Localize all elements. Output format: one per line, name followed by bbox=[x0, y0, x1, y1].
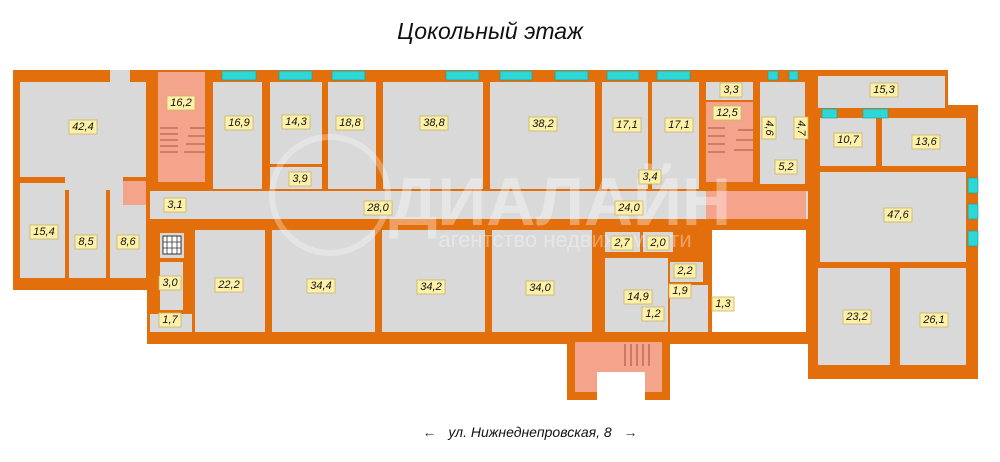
room-area-label: 34,4 bbox=[306, 278, 336, 294]
room-area-text: 42,4 bbox=[72, 121, 93, 133]
stairwells bbox=[123, 72, 806, 400]
room-area-label: 3,4 bbox=[638, 169, 662, 185]
room-area-label: 42,4 bbox=[68, 119, 98, 135]
room-area-text: 17,1 bbox=[616, 119, 637, 131]
room-area-text: 1,3 bbox=[715, 298, 731, 310]
room-labels: 42,4 16,2 16,9 14,3 18,8 38,8 38,2 17,1 17,1 3,3 1… bbox=[29, 82, 949, 328]
floor-plan-title: Цокольный этаж bbox=[397, 18, 583, 44]
room-area-label: 3,9 bbox=[288, 171, 312, 187]
room-area-text: 13,6 bbox=[915, 136, 937, 148]
room-area-label: 26,1 bbox=[919, 312, 949, 328]
room-area-text: 14,3 bbox=[285, 116, 307, 128]
room-area-label: 3,1 bbox=[163, 197, 187, 213]
elevator-icon bbox=[162, 235, 182, 255]
room-area-label: 2,7 bbox=[610, 235, 634, 251]
room-area-label: 17,1 bbox=[664, 117, 694, 133]
room-area-text: 2,7 bbox=[613, 237, 630, 249]
room-area-text: 15,4 bbox=[33, 226, 54, 238]
room-area-label: 4,6 bbox=[761, 116, 777, 140]
room-area-label: 24,0 bbox=[614, 200, 644, 216]
room-area-text: 23,2 bbox=[845, 311, 867, 323]
room-area-label: 1,3 bbox=[711, 296, 735, 312]
room-area-label: 22,2 bbox=[214, 277, 244, 293]
room-area-text: 28,0 bbox=[366, 202, 389, 214]
room-area-label: 5,2 bbox=[774, 159, 798, 175]
room-area-label: 3,3 bbox=[719, 82, 743, 98]
room-area-label: 23,2 bbox=[842, 309, 872, 325]
room-area-text: 2,0 bbox=[649, 237, 666, 249]
room-area-text: 34,0 bbox=[529, 282, 551, 294]
room-area-label: 3,0 bbox=[158, 275, 182, 291]
room-area-text: 3,9 bbox=[292, 173, 307, 185]
street-caption: ← ул. Нижнеднепровская, 8 → bbox=[0, 424, 1000, 440]
room-area-label: 18,8 bbox=[335, 115, 365, 131]
room-area-text: 4,6 bbox=[763, 120, 775, 136]
room-area-label: 16,2 bbox=[166, 95, 196, 111]
room-area-label: 1,7 bbox=[158, 312, 182, 328]
right-arrow-icon: → bbox=[623, 424, 638, 440]
room-area-text: 8,5 bbox=[78, 236, 94, 248]
room-area-label: 2,0 bbox=[646, 235, 670, 251]
room-area-text: 4,7 bbox=[795, 120, 807, 136]
courtyard bbox=[712, 230, 806, 332]
room-area-label: 38,8 bbox=[419, 115, 449, 131]
room-area-text: 38,2 bbox=[532, 118, 553, 130]
room-area-text: 8,6 bbox=[120, 236, 136, 248]
watermark: ДИАЛАЙН агентство недвижимости bbox=[269, 134, 731, 256]
room-area-text: 5,2 bbox=[778, 161, 793, 173]
room-area-label: 12,5 bbox=[712, 105, 742, 121]
room-area-text: 16,9 bbox=[228, 117, 249, 129]
room-area-label: 34,0 bbox=[525, 280, 555, 296]
stair-small bbox=[123, 181, 146, 205]
room-area-text: 1,2 bbox=[645, 308, 660, 320]
windows bbox=[221, 70, 979, 247]
room-area-label: 8,5 bbox=[74, 234, 98, 250]
room-area-text: 1,9 bbox=[672, 285, 687, 297]
room-area-text: 15,3 bbox=[873, 84, 895, 96]
room-area-text: 24,0 bbox=[617, 202, 640, 214]
room-area-text: 3,4 bbox=[642, 171, 657, 183]
stair-steps bbox=[160, 127, 753, 366]
room-area-text: 14,9 bbox=[627, 291, 648, 303]
room-area-text: 3,0 bbox=[162, 277, 178, 289]
room-area-label: 14,3 bbox=[281, 114, 311, 130]
room-area-text: 38,8 bbox=[423, 117, 445, 129]
room-area-text: 10,7 bbox=[837, 134, 859, 146]
room-area-label: 10,7 bbox=[833, 132, 863, 148]
room-area-text: 34,2 bbox=[420, 281, 441, 293]
stair-landing bbox=[706, 191, 806, 219]
room-area-label: 4,7 bbox=[793, 116, 809, 140]
room-area-text: 47,6 bbox=[887, 209, 909, 221]
street-name: ул. Нижнеднепровская, 8 bbox=[448, 424, 612, 440]
left-arrow-icon: ← bbox=[422, 424, 437, 440]
room-area-label: 17,1 bbox=[612, 117, 642, 133]
svg-text:ДИАЛАЙН: ДИАЛАЙН bbox=[389, 163, 731, 240]
room-area-text: 17,1 bbox=[668, 119, 689, 131]
room-area-text: 3,1 bbox=[167, 199, 182, 211]
room-area-text: 16,2 bbox=[170, 97, 191, 109]
room-area-label: 13,6 bbox=[911, 134, 941, 150]
room-area-label: 15,3 bbox=[869, 82, 899, 98]
room-area-text: 34,4 bbox=[310, 280, 331, 292]
room-area-text: 22,2 bbox=[217, 279, 239, 291]
room-area-text: 3,3 bbox=[723, 84, 739, 96]
room-area-label: 1,9 bbox=[668, 283, 692, 299]
room-area-text: 12,5 bbox=[716, 107, 738, 119]
room-area-text: 1,7 bbox=[162, 314, 178, 326]
room-area-label: 28,0 bbox=[363, 200, 393, 216]
room-area-label: 14,9 bbox=[623, 289, 653, 305]
room-area-label: 47,6 bbox=[883, 207, 913, 223]
room-area-text: 26,1 bbox=[922, 314, 944, 326]
room-area-text: 2,2 bbox=[676, 265, 692, 277]
room-area-label: 1,2 bbox=[641, 306, 665, 322]
stairwell-left bbox=[158, 72, 205, 182]
room-area-text: 18,8 bbox=[339, 117, 361, 129]
room-area-label: 8,6 bbox=[116, 234, 140, 250]
room-area-label: 16,9 bbox=[224, 115, 254, 131]
room-area-label: 38,2 bbox=[528, 116, 558, 132]
room-area-label: 15,4 bbox=[29, 224, 59, 240]
room-area-label: 2,2 bbox=[673, 263, 697, 279]
room-area-label: 34,2 bbox=[416, 279, 446, 295]
